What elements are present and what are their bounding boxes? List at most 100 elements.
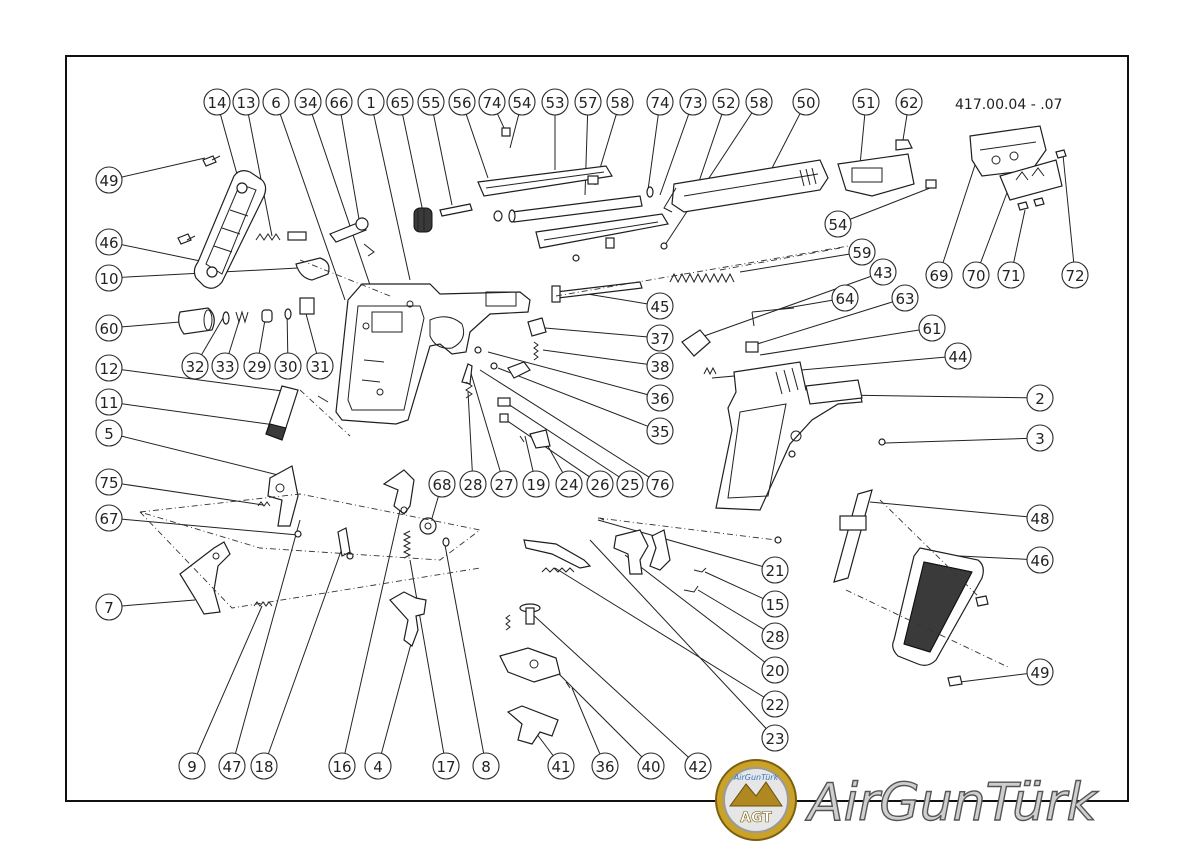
- leader-line: [121, 435, 283, 477]
- leader-line: [524, 435, 534, 472]
- recoil-spring: [669, 272, 735, 284]
- callout-number: 49: [99, 172, 118, 190]
- callout-circle: [364, 752, 392, 780]
- callout-circle: [262, 88, 290, 116]
- callout-number: 9: [187, 758, 197, 776]
- left-grip-panel: [193, 170, 267, 289]
- callout-circle: [178, 752, 206, 780]
- callout-circle: [306, 352, 334, 380]
- leader-line: [121, 157, 206, 178]
- callout-60: 60: [95, 314, 123, 342]
- callout-45: 45: [646, 292, 674, 320]
- callout-number: 62: [899, 94, 918, 112]
- callout-number: 27: [494, 476, 513, 494]
- callout-65: 65: [386, 88, 414, 116]
- callout-circle: [869, 258, 897, 286]
- callout-circle: [95, 593, 123, 621]
- callout-37: 37: [646, 324, 674, 352]
- callout-number: 58: [610, 94, 629, 112]
- callout-73: 73: [679, 88, 707, 116]
- ejector-parts: [461, 317, 551, 449]
- callout-number: 5: [104, 425, 114, 443]
- callout-number: 13: [236, 94, 255, 112]
- callout-number: 70: [966, 267, 985, 285]
- callout-69: 69: [925, 261, 953, 289]
- callout-number: 43: [873, 264, 892, 282]
- callout-circle: [218, 752, 246, 780]
- leader-line: [647, 114, 659, 191]
- callout-number: 28: [463, 476, 482, 494]
- callout-circle: [962, 261, 990, 289]
- callout-8: 8: [472, 752, 500, 780]
- leader-line: [311, 114, 371, 286]
- callout-circle: [646, 88, 674, 116]
- callout-number: 36: [595, 758, 614, 776]
- leader-line: [959, 673, 1028, 683]
- brand-badge-arc-text: AirGunTürk: [733, 773, 779, 782]
- leader-line: [753, 301, 893, 346]
- leader-line: [469, 369, 501, 472]
- callout-59: 59: [848, 238, 876, 266]
- leader-line: [279, 114, 346, 301]
- leader-line: [942, 164, 976, 263]
- callout-67: 67: [95, 504, 123, 532]
- callout-74: 74: [646, 88, 674, 116]
- leader-line: [584, 114, 589, 196]
- callout-27: 27: [490, 470, 518, 498]
- leader-line: [247, 114, 273, 237]
- callout-26: 26: [586, 470, 614, 498]
- leader-line: [304, 309, 318, 354]
- leader-line: [380, 639, 413, 754]
- callout-circle: [646, 324, 674, 352]
- leader-line: [340, 114, 361, 226]
- callout-number: 11: [99, 394, 118, 412]
- callout-circle: [203, 88, 231, 116]
- callout-46: 46: [95, 228, 123, 256]
- callout-number: 30: [278, 358, 297, 376]
- hammer: [257, 465, 302, 538]
- callout-number: 8: [481, 758, 491, 776]
- trigger-bar: [179, 541, 231, 615]
- callout-62: 62: [895, 88, 923, 116]
- callout-number: 47: [222, 758, 241, 776]
- brand-badge-text: AGT: [740, 810, 772, 826]
- callout-number: 44: [948, 348, 967, 366]
- callout-51: 51: [852, 88, 880, 116]
- callout-number: 61: [922, 320, 941, 338]
- callout-circle: [944, 342, 972, 370]
- callout-number: 49: [1030, 664, 1049, 682]
- callout-circle: [824, 210, 852, 238]
- guide-rod: [551, 281, 643, 303]
- callout-number: 51: [856, 94, 875, 112]
- callout-23: 23: [761, 724, 789, 752]
- callout-28: 28: [459, 470, 487, 498]
- leader-line: [902, 114, 908, 141]
- grip-screw-top: [202, 155, 221, 167]
- callout-circle: [761, 690, 789, 718]
- callout-number: 69: [929, 267, 948, 285]
- callout-circle: [274, 352, 302, 380]
- parts-layer: [139, 125, 1067, 745]
- callout-19: 19: [522, 470, 550, 498]
- callout-31: 31: [306, 352, 334, 380]
- callout-number: 12: [99, 360, 118, 378]
- callout-circle: [891, 284, 919, 312]
- leader-line: [433, 114, 453, 206]
- callout-1: 1: [357, 88, 385, 116]
- callout-circle: [761, 656, 789, 684]
- callout-circle: [745, 88, 773, 116]
- callout-circle: [243, 352, 271, 380]
- top-screw: [501, 127, 511, 137]
- disconnector: [337, 527, 354, 560]
- callout-number: 75: [99, 474, 118, 492]
- sear: [382, 469, 415, 515]
- backstrap: [833, 489, 873, 583]
- callout-71: 71: [997, 261, 1025, 289]
- brand-watermark: AirGunTürk AGT AirGunTürk: [715, 759, 1099, 841]
- callout-circle: [459, 470, 487, 498]
- callout-number: 53: [545, 94, 564, 112]
- drawing-code: 417.00.04 - .07: [955, 97, 1062, 113]
- callout-circle: [591, 752, 619, 780]
- callout-circle: [95, 314, 123, 342]
- callout-number: 57: [578, 94, 597, 112]
